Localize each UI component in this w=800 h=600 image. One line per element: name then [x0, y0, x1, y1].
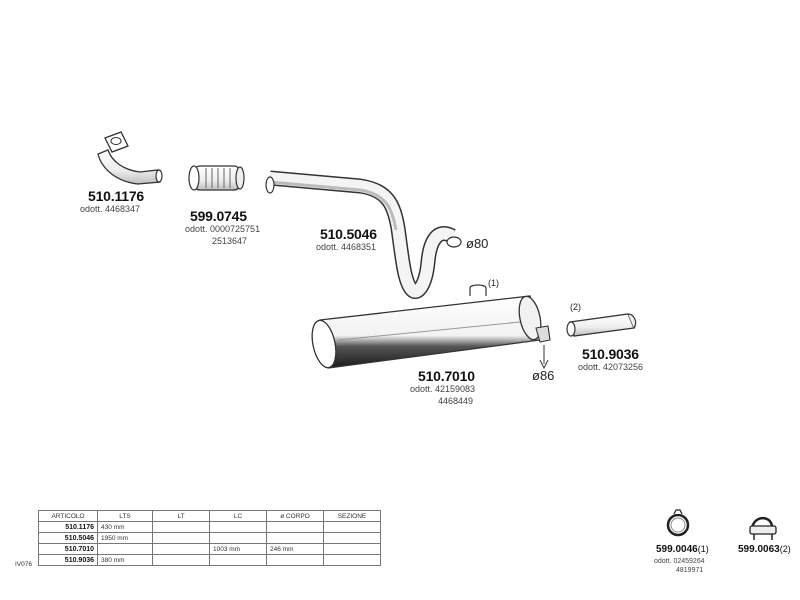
cell-lt — [152, 532, 210, 544]
part-ref-510-5046: odott. 4468351 — [316, 242, 377, 252]
cell-lt — [152, 554, 210, 566]
cell-lts: 1950 mm — [97, 532, 153, 544]
part-code-510-5046: 510.5046 — [320, 226, 377, 242]
table-row: 510.5046 1950 mm — [38, 532, 381, 544]
cell-lts — [97, 543, 153, 555]
part-code-510-1176: 510.1176 — [88, 188, 145, 204]
header-lt: LT — [152, 510, 210, 522]
part-599-0745-drawing — [188, 165, 245, 191]
header-lts: LTS — [97, 510, 153, 522]
header-sezione: SEZIONE — [323, 510, 381, 522]
header-lc: LC — [209, 510, 267, 522]
cell-lts: 430 mm — [97, 521, 153, 533]
part-ref-599-0745-1: odott. 0000725751 — [185, 224, 261, 234]
cell-sezione — [323, 543, 381, 555]
cell-sezione — [323, 521, 381, 533]
part-ref-510-7010-2: 4468449 — [438, 396, 474, 406]
cell-sezione — [323, 532, 381, 544]
cell-lc — [209, 521, 267, 533]
cell-sezione — [323, 554, 381, 566]
cell-lc: 1003 mm — [209, 543, 267, 555]
cell-articolo: 510.1176 — [38, 521, 98, 533]
cell-lc — [209, 554, 267, 566]
diameter-label-86: ø86 — [532, 368, 555, 383]
part-code-510-7010: 510.7010 — [418, 368, 475, 384]
part-510-1176-drawing — [97, 131, 163, 185]
table-row: 510.7010 1003 mm 246 mm — [38, 543, 381, 555]
cell-corpo: 246 mm — [266, 543, 324, 555]
cell-articolo: 510.5046 — [38, 532, 98, 544]
accessory-code-599-0063: 599.0063(2) — [738, 544, 791, 555]
cell-corpo — [266, 532, 324, 544]
table-row: 510.9036 380 mm — [38, 554, 381, 566]
part-ref-599-0745-2: 2513647 — [212, 236, 248, 246]
cell-lc — [209, 532, 267, 544]
cell-lt — [152, 521, 210, 533]
accessory-ref-599-0046-2: 4819971 — [676, 567, 704, 574]
part-510-9036-drawing — [566, 313, 637, 337]
note-marker-1: (1) — [488, 278, 499, 288]
part-code-599-0745: 599.0745 — [190, 208, 247, 224]
accessory-ref-599-0046-1: odott. 02459264 — [654, 558, 705, 565]
part-ref-510-7010-1: odott. 42159083 — [410, 384, 476, 394]
table-header-row: ARTICOLO LTS LT LC ø CORPO SEZIONE — [38, 510, 381, 522]
clamp-ring-icon — [666, 509, 690, 537]
table-side-label: IV076 — [15, 561, 32, 568]
part-code-510-9036: 510.9036 — [582, 346, 639, 362]
accessory-code-599-0046: 599.0046(1) — [656, 544, 709, 555]
u-bolt-clamp-icon — [749, 517, 777, 540]
spec-table: ARTICOLO LTS LT LC ø CORPO SEZIONE 510.1… — [38, 510, 381, 566]
note-marker-2: (2) — [570, 302, 581, 312]
table-row: 510.1176 430 mm — [38, 521, 381, 533]
header-corpo: ø CORPO — [266, 510, 324, 522]
part-ref-510-1176: odott. 4468347 — [80, 204, 141, 214]
cell-corpo — [266, 554, 324, 566]
header-articolo: ARTICOLO — [38, 510, 98, 522]
part-510-5046-drawing — [265, 170, 462, 299]
cell-corpo — [266, 521, 324, 533]
cell-articolo: 510.9036 — [38, 554, 98, 566]
cell-articolo: 510.7010 — [38, 543, 98, 555]
cell-lt — [152, 543, 210, 555]
part-510-7010-drawing — [311, 284, 551, 370]
cell-lts: 380 mm — [97, 554, 153, 566]
part-ref-510-9036: odott. 42073256 — [578, 362, 644, 372]
diameter-label-80: ø80 — [466, 236, 489, 251]
